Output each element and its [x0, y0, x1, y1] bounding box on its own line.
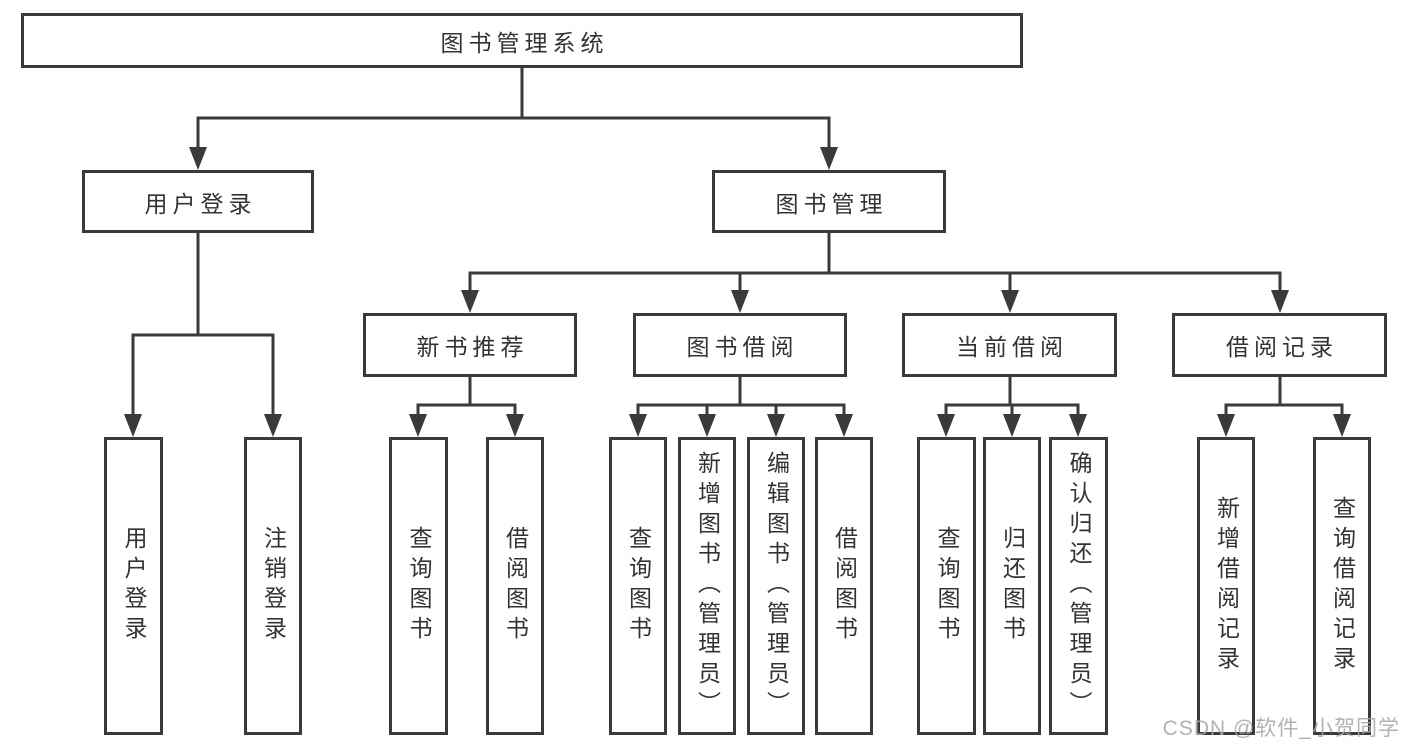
- node-borrow-records: 借阅记录: [1172, 313, 1387, 377]
- node-label: 借阅记录: [1226, 334, 1338, 360]
- node-label: 用户登录: [121, 526, 147, 646]
- node-label: 确认归还（管理员）: [1066, 451, 1092, 721]
- node-query-books-borrow: 查询图书: [609, 437, 667, 735]
- node-borrow-book: 借阅图书: [815, 437, 873, 735]
- node-root: 图书管理系统: [21, 13, 1023, 68]
- node-logout: 注销登录: [244, 437, 302, 735]
- node-label: 编辑图书（管理员）: [763, 451, 790, 721]
- node-query-books-current: 查询图书: [917, 437, 976, 735]
- node-label: 查询图书: [934, 526, 960, 646]
- node-label: 用户登录: [144, 190, 257, 217]
- node-label: 查询图书: [406, 526, 432, 646]
- node-add-borrow-record: 新增借阅记录: [1197, 437, 1255, 735]
- node-label: 新增借阅记录: [1213, 496, 1240, 676]
- node-current-borrow: 当前借阅: [902, 313, 1117, 377]
- node-label: 借阅图书: [502, 526, 529, 646]
- node-label: 图书借阅: [686, 334, 799, 360]
- node-query-books-recommend: 查询图书: [389, 437, 448, 735]
- node-label: 借阅图书: [831, 526, 858, 646]
- node-label: 当前借阅: [956, 334, 1068, 360]
- node-return-book: 归还图书: [983, 437, 1041, 735]
- node-book-management: 图书管理: [712, 170, 946, 233]
- node-add-book-admin: 新增图书（管理员）: [678, 437, 736, 735]
- node-confirm-return-admin: 确认归还（管理员）: [1049, 437, 1108, 735]
- node-label: 新书推荐: [416, 334, 529, 360]
- node-book-borrow: 图书借阅: [633, 313, 847, 377]
- node-user-login-leaf: 用户登录: [104, 437, 163, 735]
- node-new-book-recommend: 新书推荐: [363, 313, 577, 377]
- node-edit-book-admin: 编辑图书（管理员）: [747, 437, 805, 735]
- csdn-watermark: CSDN @软件_小贺同学: [1162, 717, 1400, 740]
- node-label: 注销登录: [260, 526, 287, 646]
- node-borrow-book-recommend: 借阅图书: [486, 437, 544, 735]
- node-label: 图书管理系统: [440, 29, 609, 56]
- node-label: 新增图书（管理员）: [694, 451, 721, 721]
- node-label: 图书管理: [775, 190, 888, 217]
- node-label: 查询图书: [625, 526, 652, 646]
- node-label: 查询借阅记录: [1329, 496, 1356, 676]
- node-label: 归还图书: [999, 526, 1026, 646]
- node-user-login: 用户登录: [82, 170, 314, 233]
- node-query-borrow-record: 查询借阅记录: [1313, 437, 1371, 735]
